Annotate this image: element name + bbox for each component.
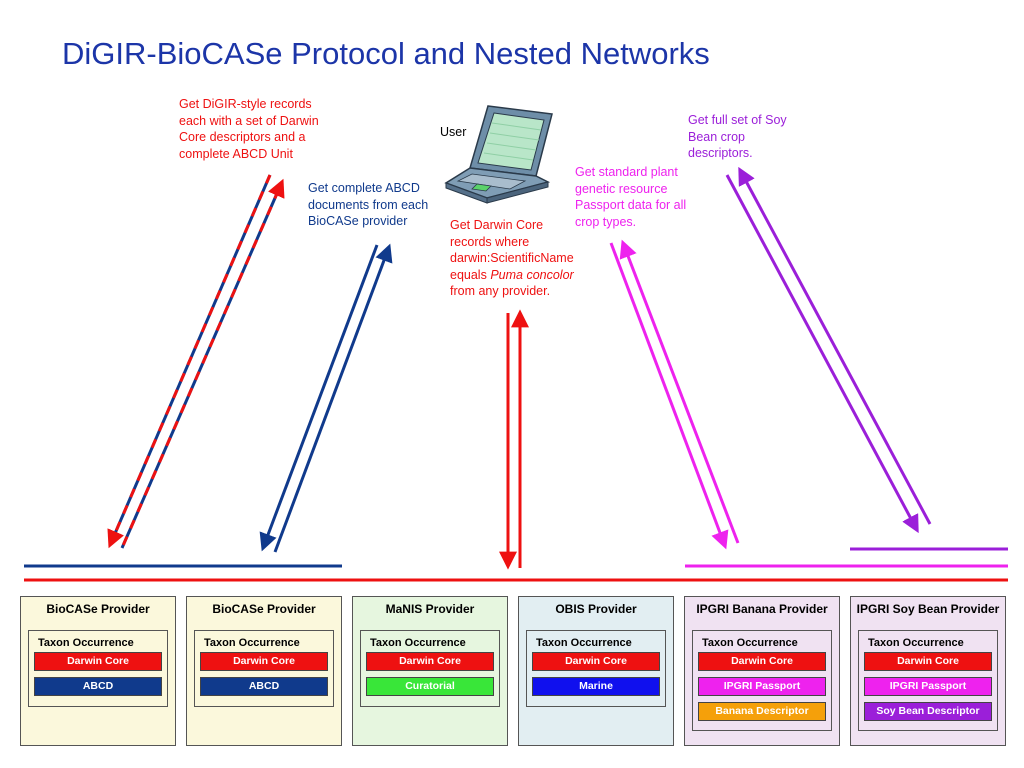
note-line: BioCASe provider [308,214,408,228]
note-line: Get DiGIR-style records [179,97,312,111]
note-line: darwin:ScientificName [450,251,574,265]
schema-bar: Darwin Core [864,652,992,671]
note-digir-style: Get DiGIR-style records each with a set … [179,96,319,162]
schema-bar: Curatorial [366,677,494,696]
note-line: genetic resource [575,181,668,196]
schema-bar: Soy Bean Descriptor [864,702,992,721]
schema-bar: ABCD [34,677,162,696]
passport-arrow-pair [609,239,740,550]
note-line: equals Puma concolor [450,267,574,282]
taxon-occurrence-label: Taxon Occurrence [370,637,466,649]
provider-title: MaNIS Provider [385,602,475,616]
note-passport: Get standard plant genetic resource Pass… [575,164,686,230]
note-line: documents from each [308,197,429,212]
note-line: Get complete ABCD [308,181,420,195]
soybean-arrow-pair [725,166,932,534]
schema-bar: Darwin Core [532,652,660,671]
provider-title: IPGRI Soy Bean Provider [856,602,1000,616]
schema-bar: IPGRI Passport [864,677,992,696]
taxon-occurrence-label: Taxon Occurrence [38,637,134,649]
darwin-core-arrow-pair [499,309,529,570]
note-line: descriptors. [688,146,753,160]
note-abcd: Get complete ABCD documents from each Bi… [308,180,428,230]
note-darwin-core: Get Darwin Core records where darwin:Sci… [450,217,574,300]
note-line: Get full set of Soy [688,113,787,127]
note-line: each with a set of Darwin [179,113,319,128]
schema-bar: Marine [532,677,660,696]
note-line: crop types. [575,214,637,229]
note-line: Get standard plant [575,165,678,179]
note-line: records where [450,234,530,249]
provider-title: BioCASe Provider [46,602,150,616]
schema-bar: ABCD [200,677,328,696]
note-line: complete ABCD Unit [179,146,293,161]
note-line: Get Darwin Core [450,218,544,232]
provider-title: IPGRI Banana Provider [696,602,828,616]
note-line: Passport data for all [575,198,687,212]
laptop-icon [444,105,553,204]
note-line: from any provider. [450,284,551,298]
digir-arrow-pair [107,174,285,549]
taxon-occurrence-label: Taxon Occurrence [204,637,300,649]
schema-bar: Darwin Core [698,652,826,671]
schema-bar: Darwin Core [34,652,162,671]
taxon-occurrence-label: Taxon Occurrence [868,637,964,649]
page-title: DiGIR-BioCASe Protocol and Nested Networ… [62,36,710,71]
species-name: Puma concolor [490,267,574,282]
taxon-occurrence-label: Taxon Occurrence [536,637,632,649]
schema-bar: Darwin Core [200,652,328,671]
provider-title: OBIS Provider [555,602,637,616]
schema-bar: IPGRI Passport [698,677,826,696]
abcd-arrow-pair [259,243,393,553]
schema-bar: Darwin Core [366,652,494,671]
provider-title: BioCASe Provider [212,602,316,616]
schema-bar: Banana Descriptor [698,702,826,721]
note-line: Core descriptors and a [179,130,306,144]
taxon-occurrence-label: Taxon Occurrence [702,637,798,649]
user-label: User [440,125,467,139]
note-line: Bean crop [688,129,745,144]
note-soybean: Get full set of Soy Bean crop descriptor… [688,112,787,162]
